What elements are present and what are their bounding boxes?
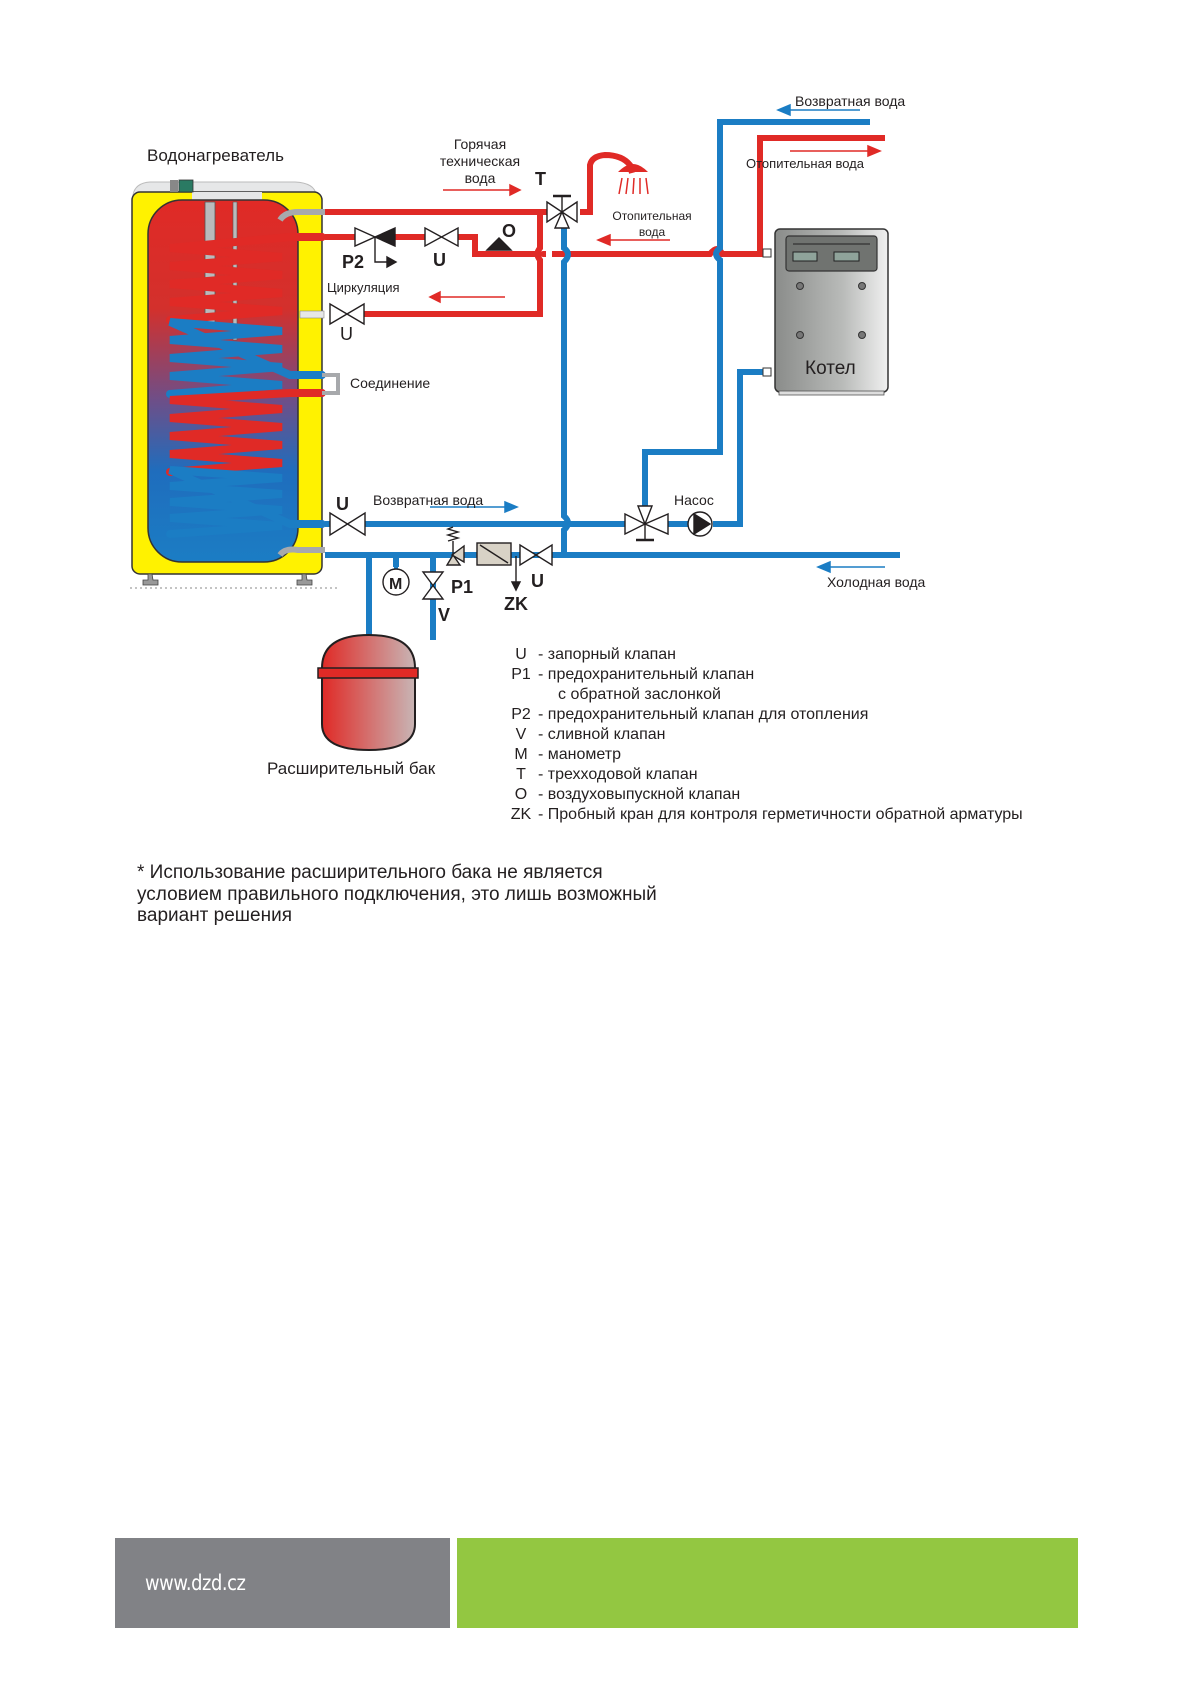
- footer-url-block: www.dzd.cz: [115, 1538, 450, 1628]
- coil: [166, 466, 326, 538]
- expansion-tank-label: Расширительный бак: [267, 759, 436, 778]
- coil: [166, 318, 326, 398]
- connection-label: Соединение: [350, 375, 430, 391]
- cold-water-label: Холодная вода: [827, 574, 926, 590]
- symbol-p1: P1: [451, 577, 473, 597]
- shower-head-icon: [618, 164, 649, 195]
- legend-item: ZK- Пробный кран для контроля герметично…: [510, 806, 1023, 823]
- manometer-icon: [382, 567, 410, 596]
- symbol-u-return: U: [336, 494, 349, 514]
- hot-water-label-3: вода: [465, 170, 496, 186]
- pump-label: Насос: [674, 492, 714, 508]
- test-tap-zk-icon: [510, 556, 522, 592]
- symbol-p2: P2: [342, 252, 364, 272]
- symbol-t: T: [535, 169, 546, 189]
- circulation-valve-icon: [329, 302, 365, 326]
- return-water-bottom-label: Возвратная вода: [373, 492, 483, 508]
- legend-item: T- трехходовой клапан: [516, 766, 698, 783]
- circulation-label: Циркуляция: [327, 280, 400, 295]
- legend-item-continuation: с обратной заслонкой: [558, 686, 721, 703]
- heating-connection-diagram: Котел: [130, 93, 926, 778]
- flow-arrows: [428, 103, 885, 574]
- safety-valve-p1-icon: [445, 526, 512, 566]
- shutoff-valve-icon: [424, 226, 459, 248]
- legend-item: U- запорный клапан: [515, 646, 676, 663]
- expansion-tank: [317, 633, 419, 752]
- symbol-legend: U- запорный клапан P1- предохранительный…: [504, 645, 1023, 825]
- legend-item: P1- предохранительный клапан: [511, 666, 755, 683]
- return-water-top-label: Возвратная вода: [795, 93, 905, 109]
- safety-valve-p2-icon: [354, 226, 398, 269]
- coil: [166, 389, 326, 476]
- coil: [166, 233, 326, 324]
- heat-exchanger-coils: [166, 233, 326, 538]
- legend-item: M- манометр: [514, 746, 621, 763]
- cold-shutoff-valve-icon: [519, 543, 553, 567]
- heating-water-mid-label-2: вода: [639, 225, 666, 239]
- heating-water-top-label: Отопительная вода: [746, 156, 865, 171]
- water-heater-label: Водонагреватель: [147, 146, 284, 165]
- heating-water-mid-label-1: Отопительная: [612, 209, 691, 223]
- symbol-o: O: [502, 221, 516, 241]
- three-way-valve-t-icon: [546, 194, 578, 229]
- legend-item: O- воздуховыпускной клапан: [514, 786, 741, 803]
- symbol-zk: ZK: [504, 594, 528, 614]
- symbol-u-cold: U: [531, 571, 544, 591]
- symbol-u-top: U: [433, 250, 446, 270]
- footer-green-block: [457, 1538, 1078, 1628]
- drain-valve-icon: [421, 571, 445, 600]
- air-vent-icon: [485, 237, 513, 251]
- footer-url[interactable]: www.dzd.cz: [145, 1571, 246, 1595]
- boiler-label: Котел: [805, 358, 856, 379]
- symbol-v: V: [438, 605, 450, 625]
- footnote: * Использование расширительного бака не …: [137, 862, 657, 926]
- pump-icon: [687, 511, 713, 537]
- water-heater: [130, 179, 340, 589]
- symbol-u-circulation: U: [340, 324, 353, 344]
- cold-pipes: [325, 119, 900, 640]
- hot-water-label-1: Горячая: [454, 136, 506, 152]
- three-way-valve-bottom-icon: [624, 505, 669, 542]
- symbol-m: M: [389, 576, 402, 593]
- hot-water-label-2: техническая: [440, 153, 520, 169]
- return-shutoff-valve-icon: [329, 511, 366, 537]
- legend-item: P2- предохранительный клапан для отоплен…: [511, 706, 869, 723]
- legend-item: V- сливной клапан: [515, 726, 666, 743]
- boiler: Котел: [762, 228, 889, 396]
